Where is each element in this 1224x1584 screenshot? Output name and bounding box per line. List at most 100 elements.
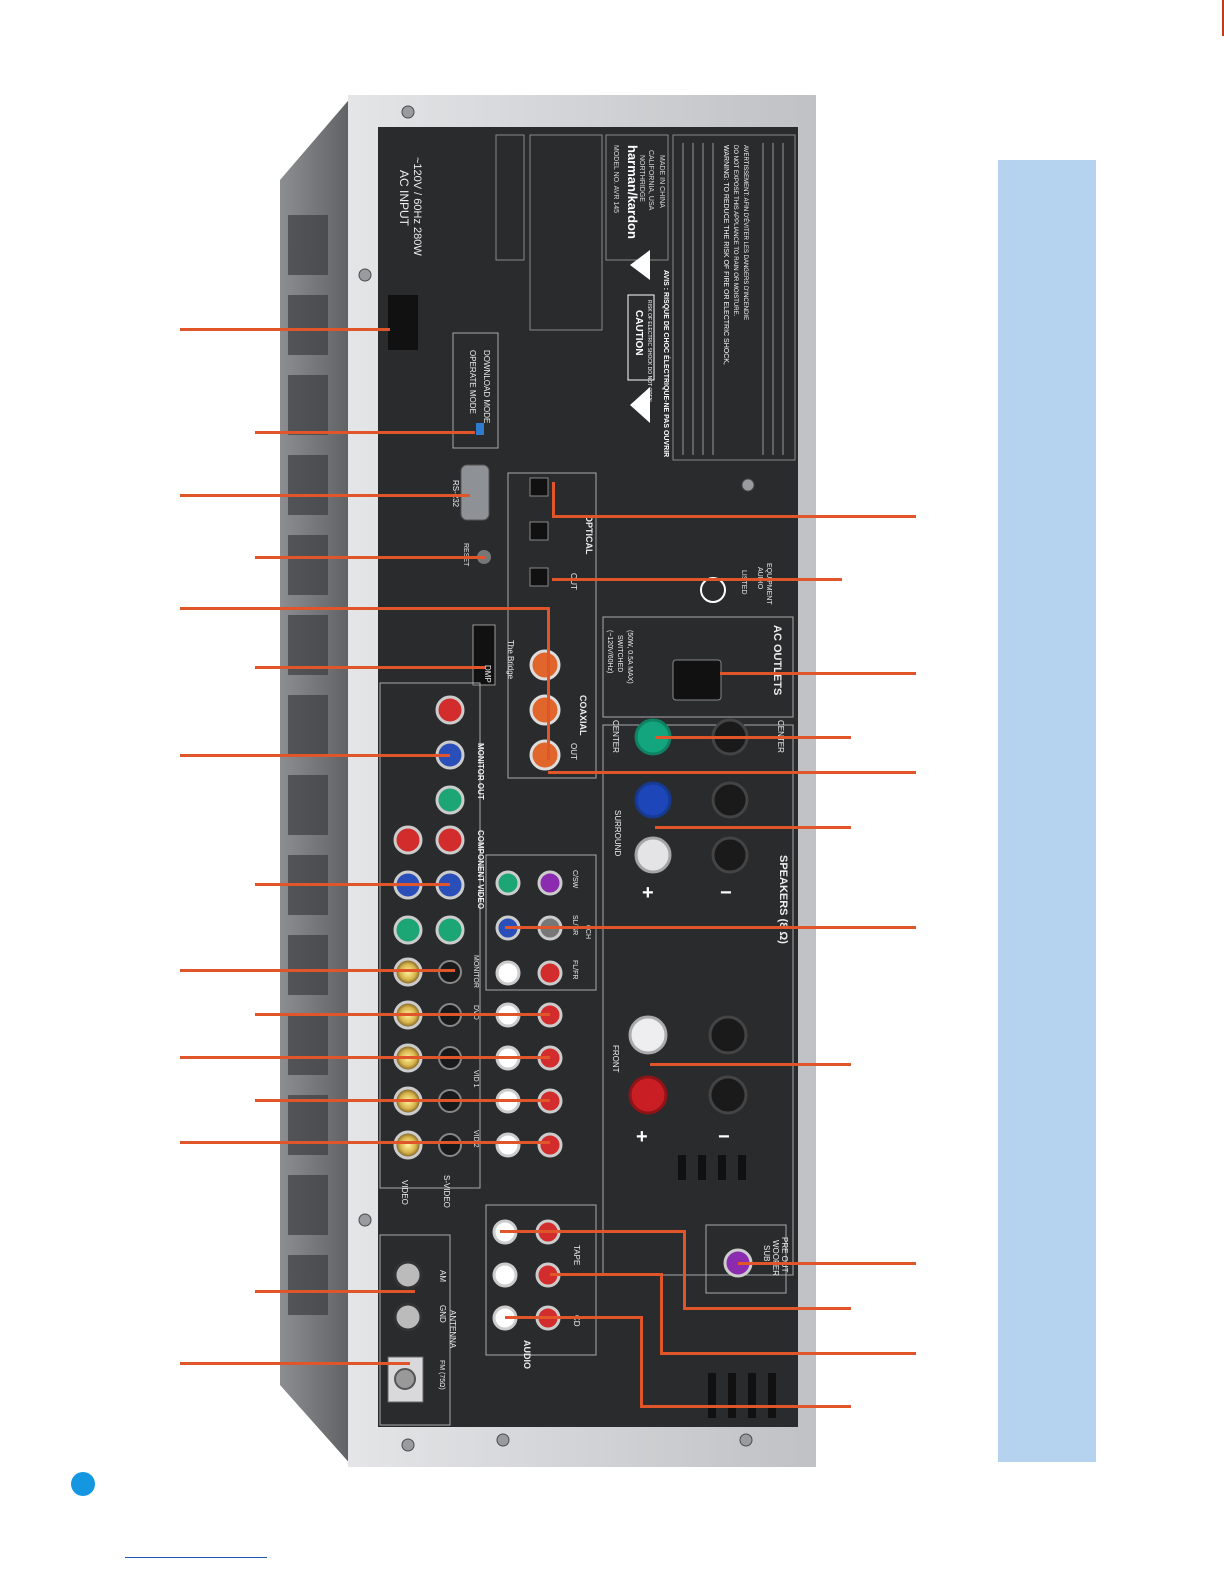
front-right-plus[interactable] xyxy=(628,1075,668,1115)
svideo-label: S-VIDEO xyxy=(442,1175,451,1208)
callout-optical-in xyxy=(552,515,916,518)
rs232-label: RS-232 xyxy=(451,480,460,508)
callout-cd-v xyxy=(640,1316,643,1408)
surround-left-minus[interactable] xyxy=(711,781,749,819)
receiver-rear-panel: AC INPUT ~120V / 60Hz 280W OPERATE MODE … xyxy=(280,95,816,1467)
bridge-label: The Bridge xyxy=(506,640,515,680)
vid2-video-in[interactable] xyxy=(393,1130,423,1160)
am-label: AM xyxy=(438,1270,447,1282)
component-video-label: COMPONENT VIDEO xyxy=(476,830,485,909)
callout-tape-in-v xyxy=(683,1230,686,1310)
coaxial-in-2[interactable] xyxy=(529,649,561,681)
monitor-out-y[interactable] xyxy=(435,785,465,815)
antenna-box xyxy=(379,1234,451,1426)
vid2-audio-r[interactable] xyxy=(537,1132,563,1158)
callout-dvd xyxy=(255,1013,550,1016)
warning-triangle-icon xyxy=(630,387,650,423)
mch-c-in[interactable] xyxy=(495,870,521,896)
am-antenna-terminal[interactable] xyxy=(393,1260,423,1290)
callout-mode-switch xyxy=(255,431,475,434)
ac-power-inlet[interactable] xyxy=(388,295,418,350)
mch-sw-in[interactable] xyxy=(537,870,563,896)
page-bullet xyxy=(71,1472,95,1496)
front-left-minus[interactable] xyxy=(708,1015,748,1055)
optical-out-label: OUT xyxy=(569,573,578,590)
compliance-box xyxy=(672,134,796,461)
video-box xyxy=(379,682,481,1189)
mch-fr-in[interactable] xyxy=(537,960,563,986)
mode-switch[interactable] xyxy=(476,423,484,435)
fm-antenna-jack[interactable] xyxy=(394,1368,416,1390)
callout-surround xyxy=(655,826,851,829)
vid2-svideo-in[interactable] xyxy=(438,1133,462,1157)
surround-label: SURROUND xyxy=(613,810,622,856)
dmp-bridge-port[interactable] xyxy=(472,624,496,686)
subwoofer-label-3: PRE OUT xyxy=(780,1237,789,1273)
callout-monitor-video xyxy=(180,969,455,972)
ac-input-label: AC INPUT xyxy=(397,170,411,227)
callout-tape-in xyxy=(500,1230,686,1233)
monitor-out-pr[interactable] xyxy=(435,695,465,725)
vid2-label: VID 2 xyxy=(472,1130,479,1148)
coaxial-label: COAXIAL xyxy=(578,695,588,736)
ac-outlets-spec1: (~120V/60Hz) xyxy=(606,630,613,673)
plus-sign-front: + xyxy=(636,1126,648,1148)
subwoofer-label-2: WOOFER xyxy=(771,1240,780,1276)
callout-front xyxy=(650,1063,851,1066)
tape-out-l[interactable] xyxy=(492,1262,518,1288)
coaxial-out[interactable] xyxy=(529,739,561,771)
monitor-out-label: MONITOR OUT xyxy=(476,743,485,800)
callout-coaxial-in xyxy=(548,771,916,774)
front-label: FRONT xyxy=(611,1045,620,1073)
ac-input-rating: ~120V / 60Hz 280W xyxy=(411,157,423,256)
component-2-pr[interactable] xyxy=(435,825,465,855)
compliance-text-lines xyxy=(682,143,784,455)
brand-line3: MADE IN CHINA xyxy=(658,155,665,208)
subwoofer-label-1: SUB xyxy=(762,1245,771,1261)
mode-switch-box xyxy=(452,332,499,449)
callout-cd xyxy=(505,1316,643,1319)
caution-title: CAUTION xyxy=(633,310,644,356)
antenna-label: ANTENNA xyxy=(448,1310,457,1349)
optical-in-2[interactable] xyxy=(529,477,549,497)
audio-label: AUDIO xyxy=(522,1340,532,1369)
optical-label: OPTICAL xyxy=(584,515,594,555)
rs232-port[interactable] xyxy=(460,464,490,521)
mch-fl-in[interactable] xyxy=(495,960,521,986)
monitor-video-out[interactable] xyxy=(393,957,423,987)
optical-out[interactable] xyxy=(529,567,549,587)
mch-slsr: SL/SR xyxy=(571,915,578,935)
callout-coaxial-out xyxy=(180,607,550,610)
surround-left-plus[interactable] xyxy=(634,781,672,819)
surround-right-minus[interactable] xyxy=(711,836,749,874)
reset-label: RESET xyxy=(462,543,469,567)
ac-outlets-spec2: SWITCHED xyxy=(616,635,623,672)
callout-fm-antenna xyxy=(180,1362,410,1365)
front-left-plus[interactable] xyxy=(628,1015,668,1055)
monitor-svideo-out[interactable] xyxy=(438,960,462,984)
component-1-y[interactable] xyxy=(393,915,423,945)
ac-outlet[interactable] xyxy=(672,659,722,701)
callout-vid2 xyxy=(180,1141,550,1144)
optical-in-1[interactable] xyxy=(529,521,549,541)
front-right-minus[interactable] xyxy=(708,1075,748,1115)
coaxial-in-1[interactable] xyxy=(529,694,561,726)
gnd-antenna-terminal[interactable] xyxy=(393,1302,423,1332)
vid1-label: VID 1 xyxy=(472,1070,479,1088)
panel-face xyxy=(378,127,798,1427)
callout-vid1-in xyxy=(180,1056,550,1059)
footer-rule xyxy=(125,1557,267,1558)
surround-right-plus[interactable] xyxy=(634,836,672,874)
digital-audio-box xyxy=(507,472,597,779)
screws xyxy=(358,105,755,1452)
callout-vid1-out xyxy=(255,1099,550,1102)
component-2-y[interactable] xyxy=(435,915,465,945)
callout-tape-in-end xyxy=(683,1307,851,1310)
vid2-audio-l[interactable] xyxy=(495,1132,521,1158)
component-1-pr[interactable] xyxy=(393,825,423,855)
callout-tape-out-v xyxy=(660,1273,663,1355)
callout-coaxial-out-v xyxy=(547,607,550,760)
ac-outlets-spec3: (50W, 0.5A MAX) xyxy=(626,630,633,684)
callout-6ch xyxy=(505,926,916,929)
brand-line2: CALIFORNIA, USA xyxy=(647,150,654,211)
